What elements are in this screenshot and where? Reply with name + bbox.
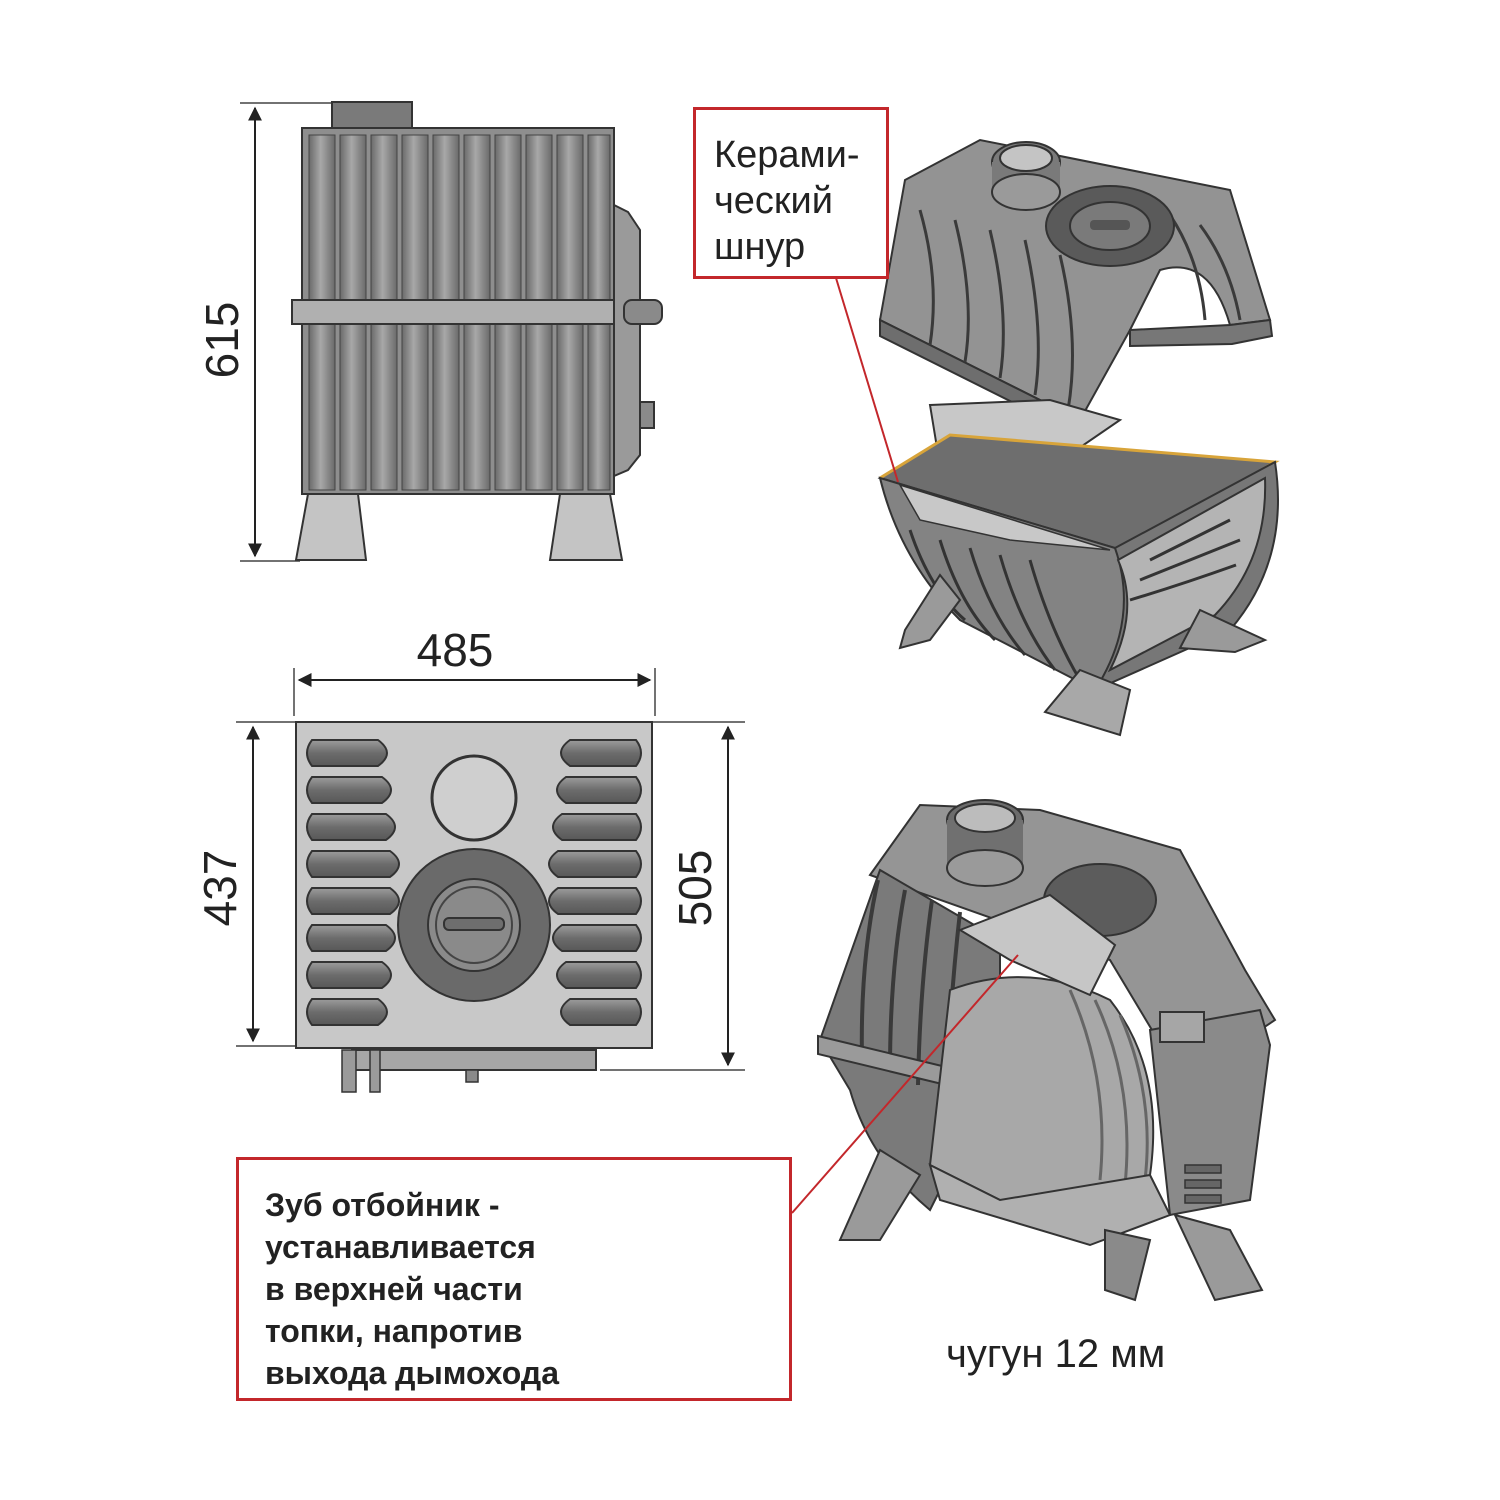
dim-depth-total-label: 505 [669, 850, 721, 927]
cutaway-view [791, 799, 1277, 1302]
cord-leader [835, 277, 899, 483]
cutaway-door [1148, 1008, 1272, 1217]
cutaway-deflector [957, 893, 1117, 997]
flue-opening [430, 754, 518, 842]
exploded-view [835, 138, 1280, 737]
side-leg-left [294, 493, 368, 561]
dim-height-label: 615 [196, 302, 248, 379]
deflector-callout: Зуб отбойник - устанавливается в верхней… [236, 1157, 792, 1401]
deflector-text: Зуб отбойник - устанавливается в верхней… [265, 1187, 559, 1391]
top-front-rail [351, 1049, 597, 1071]
cutaway-leg-right [1173, 1213, 1264, 1302]
side-door [613, 203, 641, 478]
ceramic-cord-callout: Керами- ческий шнур [693, 107, 889, 279]
exploded-leg-left [898, 573, 962, 650]
deflector-leader [791, 954, 1019, 1214]
dim-depth-body-label: 437 [194, 850, 246, 927]
flue-pipe [331, 101, 413, 131]
side-view: 615 [196, 101, 663, 562]
side-leg-right [548, 493, 624, 561]
material-note: чугун 12 мм [946, 1332, 1166, 1376]
top-ribs-right [548, 739, 642, 1026]
exploded-leg-right [1178, 608, 1268, 654]
side-band [291, 299, 625, 325]
dim-width-label: 485 [417, 624, 494, 676]
exploded-leg-front [1043, 668, 1132, 737]
lid [878, 138, 1272, 422]
top-view: 485 437 505 [194, 624, 745, 1093]
top-ribs-left [306, 739, 400, 1026]
cutaway-leg-left [838, 1148, 922, 1241]
ceramic-cord-text: Керами- ческий шнур [714, 134, 860, 268]
